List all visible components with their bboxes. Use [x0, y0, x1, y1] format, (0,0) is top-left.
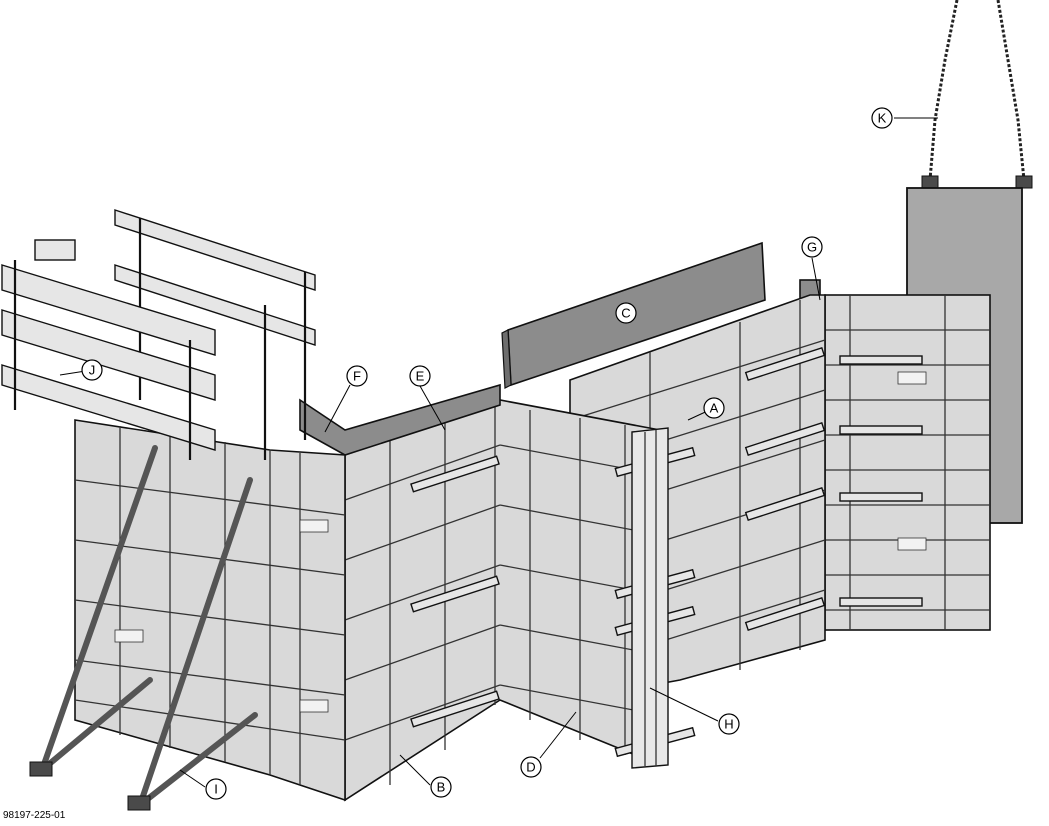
- callout-label-D: D: [526, 760, 535, 775]
- middle-wall-panels: [344, 399, 696, 802]
- working-platform: [1, 209, 316, 460]
- callout-label-K: K: [878, 111, 887, 126]
- callout-H: H: [718, 713, 740, 735]
- callout-label-A: A: [710, 401, 719, 416]
- callout-label-H: H: [724, 717, 733, 732]
- callout-label-E: E: [416, 369, 425, 384]
- callout-leaders: [59, 117, 938, 788]
- callout-label-G: G: [807, 240, 817, 255]
- callout-J: J: [81, 359, 103, 381]
- figure-reference-code: 98197-225-01: [3, 810, 66, 821]
- callout-B: B: [430, 776, 452, 798]
- callout-D: D: [520, 756, 542, 778]
- callout-C: C: [615, 302, 637, 324]
- callout-label-I: I: [214, 782, 218, 797]
- right-wall-panel: [799, 279, 991, 631]
- callout-label-B: B: [437, 780, 446, 795]
- callout-F: F: [346, 365, 368, 387]
- end-stop-panel: [299, 383, 501, 456]
- callout-label-C: C: [621, 306, 630, 321]
- callout-E: E: [409, 365, 431, 387]
- callout-K: K: [871, 107, 893, 129]
- callout-G: G: [801, 236, 823, 258]
- callout-label-F: F: [353, 369, 361, 384]
- front-left-wall-panels: [74, 419, 346, 802]
- callout-A: A: [703, 397, 725, 419]
- push-pull-props: [29, 445, 258, 811]
- callout-label-J: J: [89, 363, 96, 378]
- callout-I: I: [205, 778, 227, 800]
